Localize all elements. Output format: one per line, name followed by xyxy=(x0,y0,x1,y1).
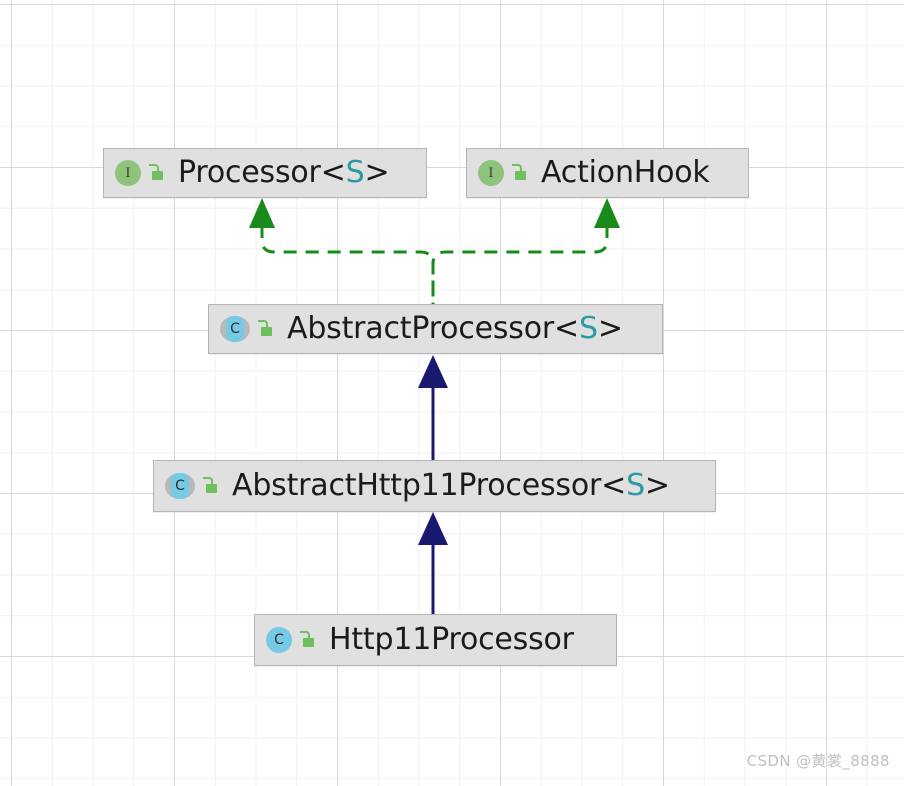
class-icon: C xyxy=(266,627,292,653)
generalization-arrowhead-upper xyxy=(418,355,448,388)
class-node-http11processor[interactable]: C Http11Processor xyxy=(254,614,617,666)
node-icon-group: I xyxy=(115,160,164,186)
public-padlock-icon xyxy=(257,320,273,338)
edge-abstractprocessor-implements-actionhook xyxy=(431,198,620,304)
node-icon-group: I xyxy=(478,160,527,186)
class-node-actionhook[interactable]: I ActionHook xyxy=(466,148,749,198)
abstract-class-icon: C xyxy=(220,315,250,343)
class-name-text: Http11Processor xyxy=(329,622,574,657)
class-node-abstractprocessor[interactable]: C AbstractProcessor<S> xyxy=(208,304,663,354)
generalization-arrowhead-lower xyxy=(418,512,448,545)
generic-parameter: S xyxy=(578,311,598,346)
class-name-text: Processor xyxy=(178,155,321,190)
generic-close-bracket: > xyxy=(597,311,623,346)
class-node-label: AbstractProcessor<S> xyxy=(287,314,623,344)
class-node-processor[interactable]: I Processor<S> xyxy=(103,148,427,198)
abstract-class-icon: C xyxy=(165,472,195,500)
edge-abstractprocessor-implements-processor xyxy=(249,198,435,304)
public-padlock-icon xyxy=(511,164,527,182)
interface-icon: I xyxy=(478,160,504,186)
csdn-watermark: CSDN @黄裳_8888 xyxy=(746,752,890,770)
generic-close-bracket: > xyxy=(364,155,390,190)
edge-http11processor-extends-abstracthttp11processor xyxy=(418,512,448,614)
realization-arrowhead-right xyxy=(594,198,620,228)
node-icon-group: C xyxy=(165,472,218,500)
class-node-label: Processor<S> xyxy=(178,155,390,190)
class-node-label: ActionHook xyxy=(541,158,710,188)
class-node-abstracthttp11processor[interactable]: C AbstractHttp11Processor<S> xyxy=(153,460,716,512)
class-node-label: Http11Processor xyxy=(329,625,574,655)
node-icon-group: C xyxy=(266,627,315,653)
generic-open-bracket: < xyxy=(320,155,346,190)
generic-open-bracket: < xyxy=(554,311,579,346)
generic-close-bracket: > xyxy=(644,468,670,503)
generic-parameter: S xyxy=(345,155,365,190)
node-icon-group: C xyxy=(220,315,273,343)
class-name-text: AbstractHttp11Processor xyxy=(232,468,602,503)
class-node-label: AbstractHttp11Processor<S> xyxy=(232,471,670,501)
edge-abstracthttp11processor-extends-abstractprocessor xyxy=(418,355,448,460)
public-padlock-icon xyxy=(148,164,164,182)
class-name-text: AbstractProcessor xyxy=(287,311,555,346)
generic-open-bracket: < xyxy=(601,468,627,503)
generic-parameter: S xyxy=(626,468,645,503)
class-name-text: ActionHook xyxy=(541,155,710,190)
realization-arrowhead-left xyxy=(249,198,275,228)
interface-icon: I xyxy=(115,160,141,186)
public-padlock-icon xyxy=(202,477,218,495)
public-padlock-icon xyxy=(299,631,315,649)
